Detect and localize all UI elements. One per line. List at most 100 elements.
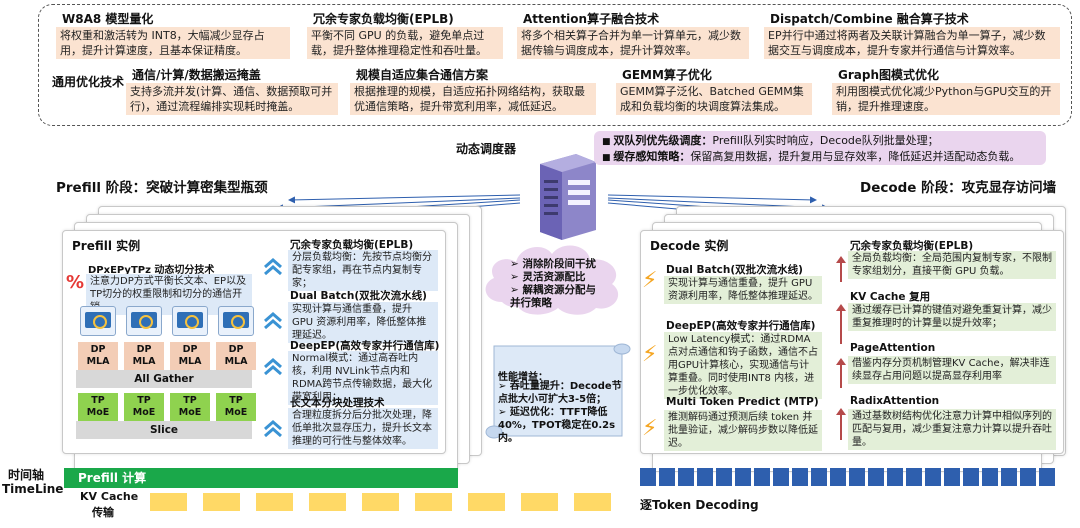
kv-transfer-block [521,493,558,511]
decode-token-block [906,468,922,486]
decode-instance-title: Decode 实例 [650,239,729,253]
decode-token-block [963,468,979,486]
all-gather-bar: All Gather [76,370,252,388]
gpu-icon [218,306,254,336]
prefill-dualbatch-title: Dual Batch(双批次流水线) [290,290,427,302]
opt-desc-overlap: 支持多流并发(计算、通信、数据预取可并行)，通过流程编排实现耗时掩盖。 [126,83,338,115]
lightning-icon: ⚡ [642,342,658,367]
lightning-icon: ⚡ [642,416,658,441]
kv-transfer-block [256,493,293,511]
timeline-label-cn: 时间轴 [8,468,45,482]
perf-title: 性能增益： [498,372,548,383]
decode-token-block [659,468,675,486]
up-arrow-icon [836,256,846,282]
scheduler-line-1: ■ 双队列优先级调度：Prefill队列实时响应，Decode队列批量处理； [602,134,939,147]
opt-title-overlap: 通信/计算/数据搬运掩盖 [132,68,261,82]
kv-transfer-block [362,493,399,511]
opt-desc-eplb: 平衡不同 GPU 的负载，避免单点过载，提升整体推理稳定性和吞吐量。 [307,27,503,59]
opt-desc-w8a8: 将权重和激活转为 INT8，大幅减少显存占用，提升计算速度，且基本保证精度。 [56,27,290,59]
slice-bar: Slice [76,421,252,439]
gpu-icon [172,306,208,336]
opt-title-eplb: 冗余专家负载均衡(EPLB) [313,12,454,26]
scheduler-strategy-box [594,131,1046,165]
cloud-item: ➢ 灵活资源配比 [510,271,586,283]
decode-token-block [773,468,789,486]
cloud-benefits: ➢ 消除阶段间干扰 ➢ 灵活资源配比 ➢ 解耦资源分配与并行策略 [510,258,606,310]
cloud-item: ➢ 消除阶段间干扰 [510,258,596,270]
decode-token-block [735,468,751,486]
decode-token-block [887,468,903,486]
prefill-stage-title: Prefill 阶段：突破计算密集型瓶颈 [56,180,268,196]
prefill-eplb-title: 冗余专家负载均衡(EPLB) [290,239,414,251]
opt-title-w8a8: W8A8 模型量化 [62,12,154,26]
cloud-shape [485,245,619,315]
decode-mtp-desc: 推测解码通过预测后续 token 并批量验证，减少解码步数以降低延迟。 [664,410,822,451]
general-optimization-panel [38,4,1072,126]
kv-cache-reuse-title: KV Cache 复用 [850,291,931,303]
decode-token-block [697,468,713,486]
perf-item: ➢ 延迟优化：TTFT降低40%，TPOT稳定在0.2s内。 [498,407,616,444]
decode-token-block [716,468,732,486]
opt-title-dispatch-combine: Dispatch/Combine 融合算子技术 [770,12,969,26]
up-chevron-icon [264,258,282,276]
token-decoding-label: 逐Token Decoding [640,498,759,512]
decode-token-block [1020,468,1036,486]
gpu-icon [126,306,162,336]
opt-title-adaptive-comm: 规模自适应集合通信方案 [356,68,489,82]
prefill-instance-title: Prefill 实例 [72,239,141,253]
decode-token-block [868,468,884,486]
up-arrow-icon [836,358,846,388]
decode-token-block [1039,468,1055,486]
decode-token-block [849,468,865,486]
cloud-item: ➢ 解耦资源分配与并行策略 [510,284,596,309]
kv-transfer-label-2: 传输 [92,506,114,519]
up-chevron-icon [264,420,282,438]
dpx-title: DPxEPyTPz 动态切分技术 [88,265,215,276]
up-arrow-icon [836,408,846,440]
prefill-eplb-desc: 分层负载均衡：先按节点均衡分配专家组，再在节点内复制专家； [288,250,438,291]
decode-token-block [754,468,770,486]
decode-dualbatch-title: Dual Batch(双批次流水线) [666,264,803,276]
scheduler-line-2: ■ 缓存感知策略：保留高复用数据，提升复用与显存效率，降低延迟并适配动态负载。 [602,150,1021,163]
prefill-deepep-desc: Normal模式：通过高吞吐内核，利用 NVLink节点内和 RDMA跨节点传输… [288,351,438,405]
up-chevron-icon [264,312,282,330]
decode-token-block [1001,468,1017,486]
decode-deepep-desc: Low Latency模式：通过RDMA点对点通信和钩子函数，通信不占用GPU计… [664,332,822,399]
opt-desc-gemm: GEMM算子泛化、Batched GEMM集成和负载均衡的块调度算法集成。 [616,83,812,115]
decode-token-block [678,468,694,486]
kv-transfer-block [468,493,505,511]
radixattention-desc: 通过基数树结构优化注意力计算中相似序列的匹配与复用，减少重复注意力计算以提升吞吐… [848,409,1056,450]
server-icon [532,150,602,240]
prefill-deepep-title: DeepEP(高效专家并行通信库) [290,340,440,352]
decode-token-block [830,468,846,486]
opt-title-gemm: GEMM算子优化 [622,68,712,82]
up-arrow-icon [836,304,846,344]
performance-scroll [484,340,634,442]
decode-stage-title: Decode 阶段：攻克显存访问墙 [860,180,1057,196]
decode-token-block [982,468,998,486]
kv-transfer-block [309,493,346,511]
up-chevron-icon [264,358,282,376]
kv-transfer-label-1: KV Cache [80,490,139,503]
prefill-compute-bar: Prefill 计算 [64,468,458,488]
scheduler-label: 动态调度器 [456,142,517,156]
decode-dualbatch-desc: 实现计算与通信重叠，提升 GPU 资源利用率，降低整体推理延迟。 [664,276,822,304]
opt-desc-attn-fusion: 将多个相关算子合并为单一计算单元，减少数据传输与调度成本，提升计算效率。 [517,27,749,59]
kv-transfer-block [150,493,187,511]
decode-token-block [640,468,656,486]
decode-token-block [792,468,808,486]
opt-desc-adaptive-comm: 根据推理的规模，自适应拓扑网络结构，获取最优通信策略，提升带宽利用率，减低延迟。 [350,83,596,115]
decode-deepep-title: DeepEP(高效专家并行通信库) [666,320,816,332]
decode-eplb-title: 冗余专家负载均衡(EPLB) [850,240,974,252]
opt-desc-dispatch-combine: EP并行中通过将两者及关联计算融合为单一算子，减少数据交互与调度成本，提升专家并… [764,27,1060,59]
kv-transfer-block [203,493,240,511]
prefill-longtext-desc: 合理粒度拆分后分批次处理，降低单批次显存压力，提升长文本推理的可行性与整体效率。 [288,408,438,449]
decode-token-block [944,468,960,486]
perf-item: ➢ 吞吐量提升：Decode节点批大小可扩大3-5倍； [498,381,622,405]
pageattention-desc: 借鉴内存分页机制管理KV Cache，解决非连续显存占用问题以提高显存利用率 [848,356,1056,384]
